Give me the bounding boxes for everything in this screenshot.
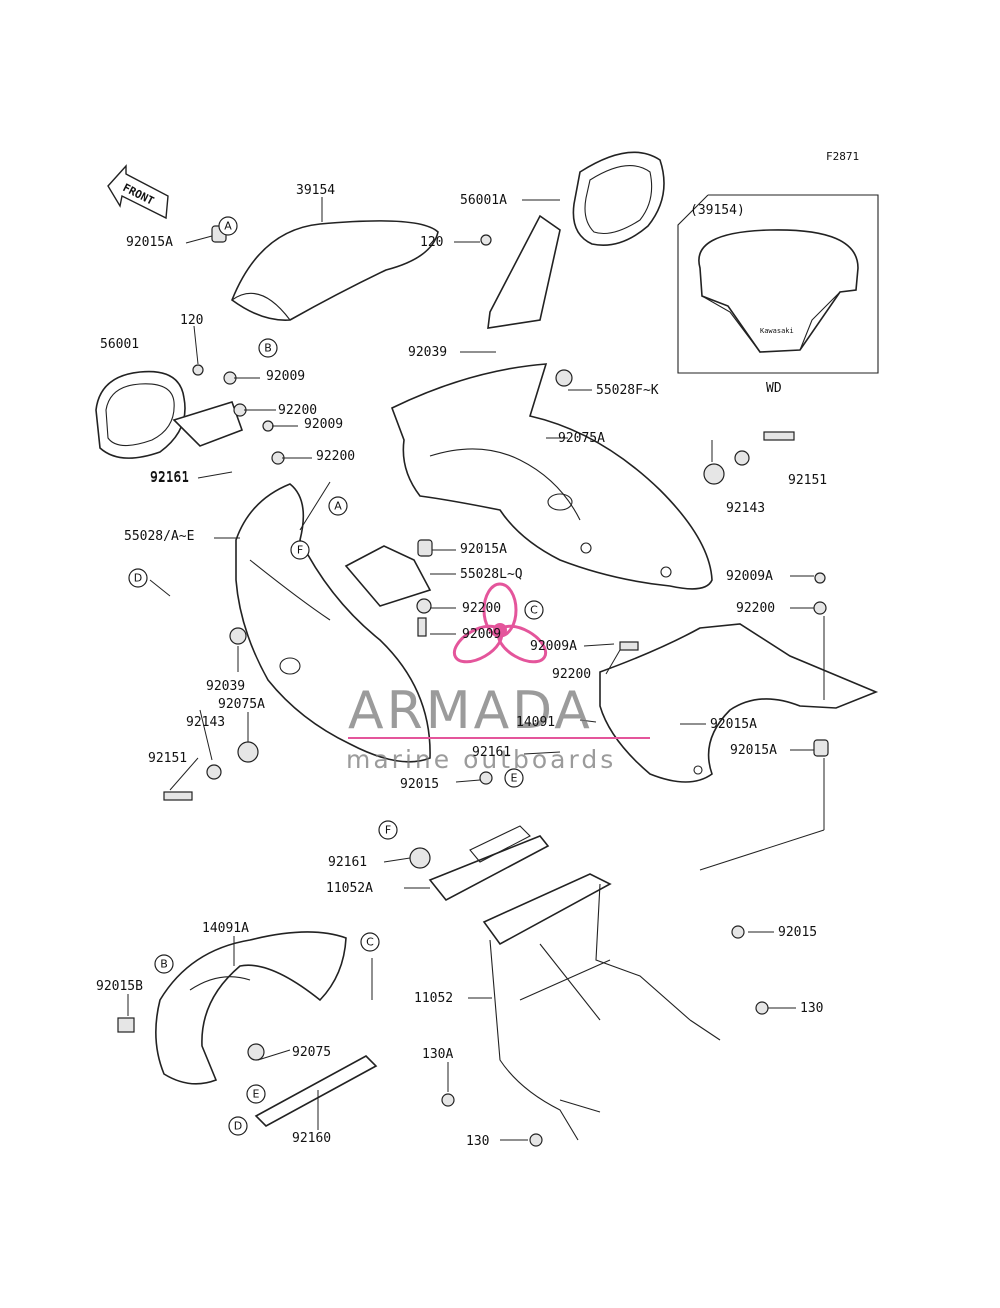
part-label: 92009A — [530, 639, 577, 654]
callout-letter: B — [154, 954, 174, 974]
callout-letter: C — [524, 600, 544, 620]
callout-letter-text: A — [334, 500, 342, 513]
hardware — [117, 225, 829, 1147]
callout-letter-text: E — [511, 772, 518, 785]
right-mirror — [487, 151, 665, 329]
front-arrow-icon: FRONT — [107, 164, 169, 220]
part-label: 92039 — [206, 679, 245, 694]
left-mirror — [95, 370, 244, 459]
meter-bracket — [428, 835, 550, 902]
part-label: 92200 — [552, 667, 591, 682]
windshield — [231, 220, 439, 321]
inset-caption: WD — [766, 381, 782, 396]
callout-letter: A — [328, 496, 348, 516]
part-label: 14091 — [516, 715, 555, 730]
callout-letter: F — [290, 540, 310, 560]
callout-letter-text: C — [530, 604, 538, 617]
part-label: 92075A — [558, 431, 605, 446]
callout-letter-text: B — [264, 342, 272, 355]
center-cover — [344, 545, 432, 607]
part-label: 92009A — [726, 569, 773, 584]
part-label: 14091A — [202, 921, 249, 936]
part-label: 92160 — [292, 1131, 331, 1146]
part-label: 56001 — [100, 337, 139, 352]
windshield-inset: (39154) Kawasaki WD — [677, 194, 879, 396]
part-label: 130 — [800, 1001, 823, 1016]
upper-right-fairing — [390, 363, 713, 590]
inset-title: (39154) — [690, 203, 745, 218]
callout-letter-text: F — [385, 824, 391, 837]
watermark: ARMADA marine outboards — [346, 582, 650, 774]
figure-id: F2871 — [826, 150, 859, 163]
seal-strip — [254, 1055, 378, 1127]
inset-brand-text: Kawasaki — [760, 327, 794, 335]
part-label: 92143 — [186, 715, 225, 730]
leader-lines — [127, 197, 825, 1141]
part-label: 92200 — [316, 449, 355, 464]
callout-letter-text: B — [160, 958, 168, 971]
part-label: 92009 — [266, 369, 305, 384]
part-label: 92200 — [736, 601, 775, 616]
fairing-stay-frame — [482, 873, 721, 1141]
part-label: 55028/A~E — [124, 529, 194, 544]
part-label: 92009 — [304, 417, 343, 432]
callout-letter-text: F — [297, 544, 303, 557]
lower-inner-cover — [155, 931, 347, 1085]
part-label: 92200 — [462, 601, 501, 616]
callout-letter-text: E — [253, 1088, 260, 1101]
part-label: 92161 — [150, 470, 189, 485]
part-label: 92015A — [126, 235, 173, 250]
part-label: 130A — [422, 1047, 453, 1062]
part-label: 92161 — [328, 855, 367, 870]
callout-letter: F — [378, 820, 398, 840]
part-label: 92161 — [472, 745, 511, 760]
callout-letter-text: D — [234, 1120, 242, 1133]
callout-letter: E — [246, 1084, 266, 1104]
callout-letter-text: A — [224, 220, 232, 233]
part-label: 11052A — [326, 881, 373, 896]
part-label: 92151 — [148, 751, 187, 766]
part-label: 92015 — [400, 777, 439, 792]
callout-letter: B — [258, 338, 278, 358]
callout-letter: D — [228, 1116, 248, 1136]
watermark-brand: ARMADA — [348, 681, 593, 741]
part-label: 92015A — [730, 743, 777, 758]
part-label: 92015A — [710, 717, 757, 732]
part-label: 11052 — [414, 991, 453, 1006]
left-side-fairing — [235, 483, 431, 763]
callout-letter: C — [360, 932, 380, 952]
part-label: 92151 — [788, 473, 827, 488]
callout-letter-text: C — [366, 936, 374, 949]
part-label: 92075A — [218, 697, 265, 712]
part-label: 120 — [420, 235, 443, 250]
callout-letter: D — [128, 568, 148, 588]
part-labels: 3915456001A92015A12056001920099220092161… — [96, 183, 827, 1149]
callout-letter: E — [504, 768, 524, 788]
part-label: 56001A — [460, 193, 507, 208]
part-label: 92039 — [408, 345, 447, 360]
propeller-logo-icon — [452, 582, 548, 664]
part-label: 55028L~Q — [460, 567, 523, 582]
part-label: 92075 — [292, 1045, 331, 1060]
watermark-tagline: marine outboards — [346, 745, 616, 774]
callout-letter-text: D — [134, 572, 142, 585]
part-label: 120 — [180, 313, 203, 328]
part-label: 92015B — [96, 979, 143, 994]
part-label: 92015 — [778, 925, 817, 940]
part-label: 92200 — [278, 403, 317, 418]
part-label: 92161 — [150, 471, 189, 486]
inner-panel — [599, 623, 879, 783]
part-label: 39154 — [296, 183, 335, 198]
part-label: 92015A — [460, 542, 507, 557]
callout-letter: A — [218, 216, 238, 236]
part-label: 92009 — [462, 627, 501, 642]
callout-letters: A B A F D C E F C B E D — [128, 216, 544, 1136]
part-label: 130 — [466, 1134, 489, 1149]
part-label: 92143 — [726, 501, 765, 516]
part-label: 55028F~K — [596, 383, 659, 398]
